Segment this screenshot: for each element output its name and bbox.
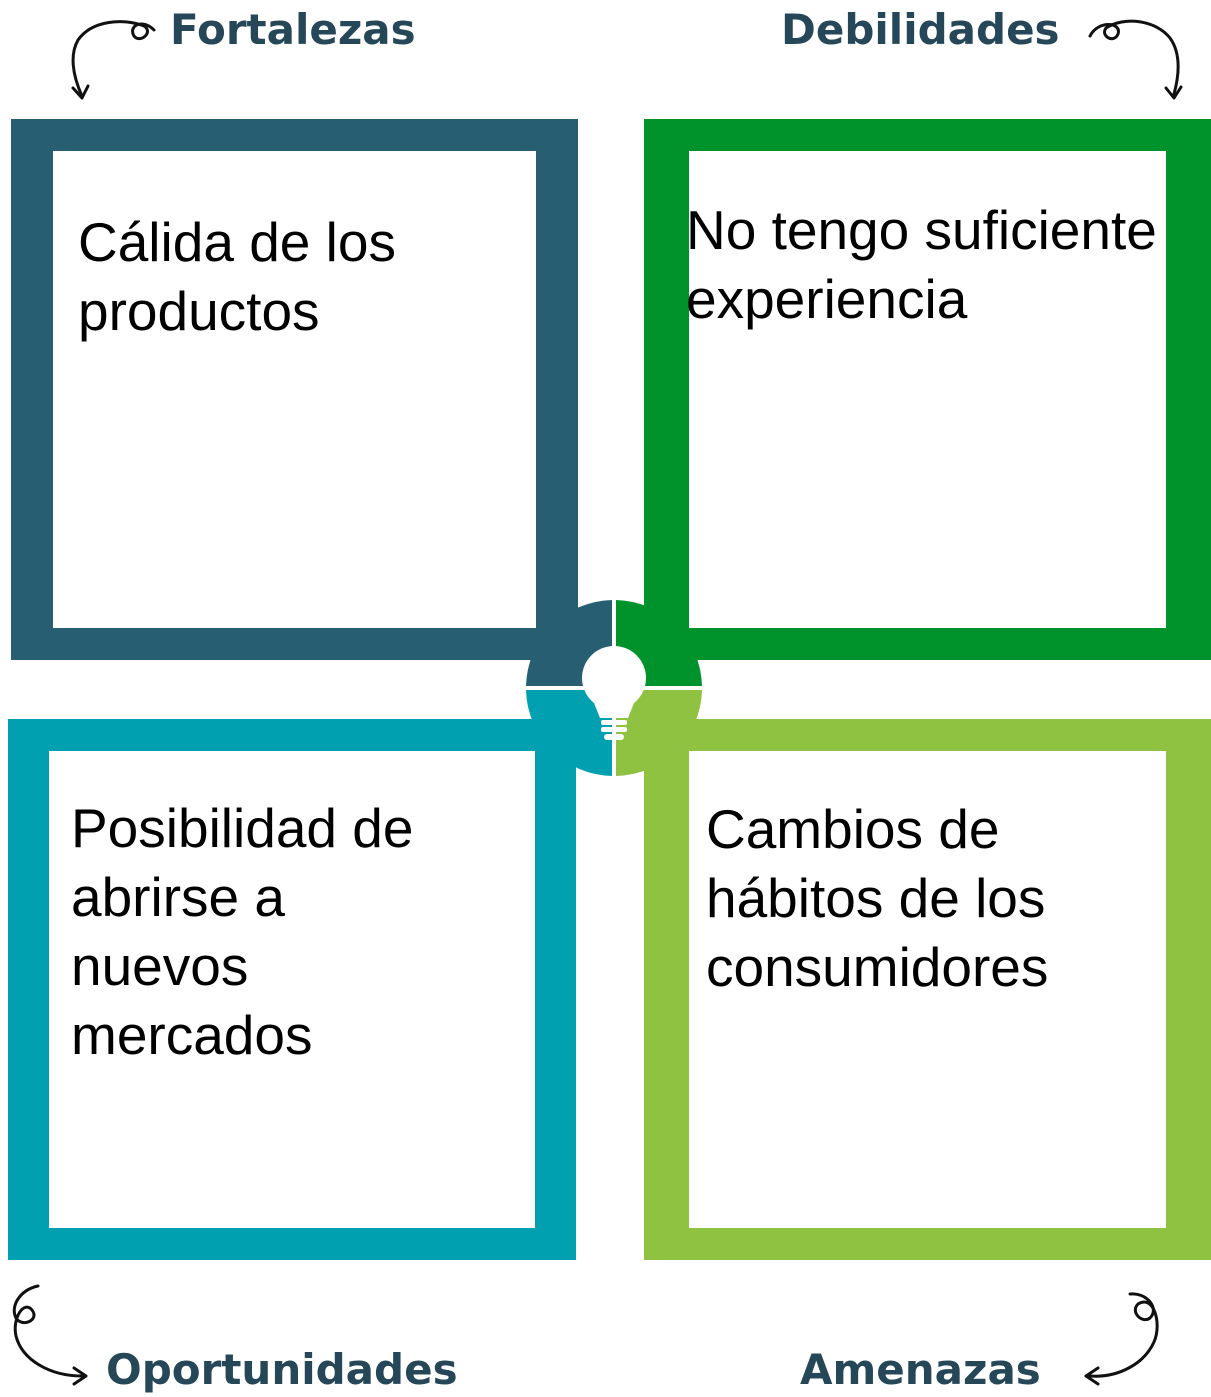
heading-fortalezas: Fortalezas [170,5,416,54]
lightbulb-icon [524,598,704,778]
heading-oportunidades: Oportunidades [106,1345,458,1394]
oportunidades-text: Posibilidad de abrirse a nuevos mercados [71,797,414,1066]
curly-arrow-icon [1084,1292,1159,1386]
quadrant-fortalezas [11,119,578,660]
quadrant-debilidades [644,119,1211,660]
quadrant-amenazas [644,719,1211,1260]
heading-amenazas: Amenazas [800,1345,1041,1394]
debilidades-text: No tengo suficiente experiencia [686,199,1157,330]
curly-arrow-icon [71,20,156,100]
curly-arrow-icon [1088,19,1183,100]
fortalezas-text: Cálida de los productos [78,211,396,342]
curly-arrow-icon [12,1284,88,1386]
heading-debilidades: Debilidades [781,5,1060,54]
amenazas-text: Cambios de hábitos de los consumidores [706,798,1049,998]
quadrant-oportunidades [8,719,576,1260]
